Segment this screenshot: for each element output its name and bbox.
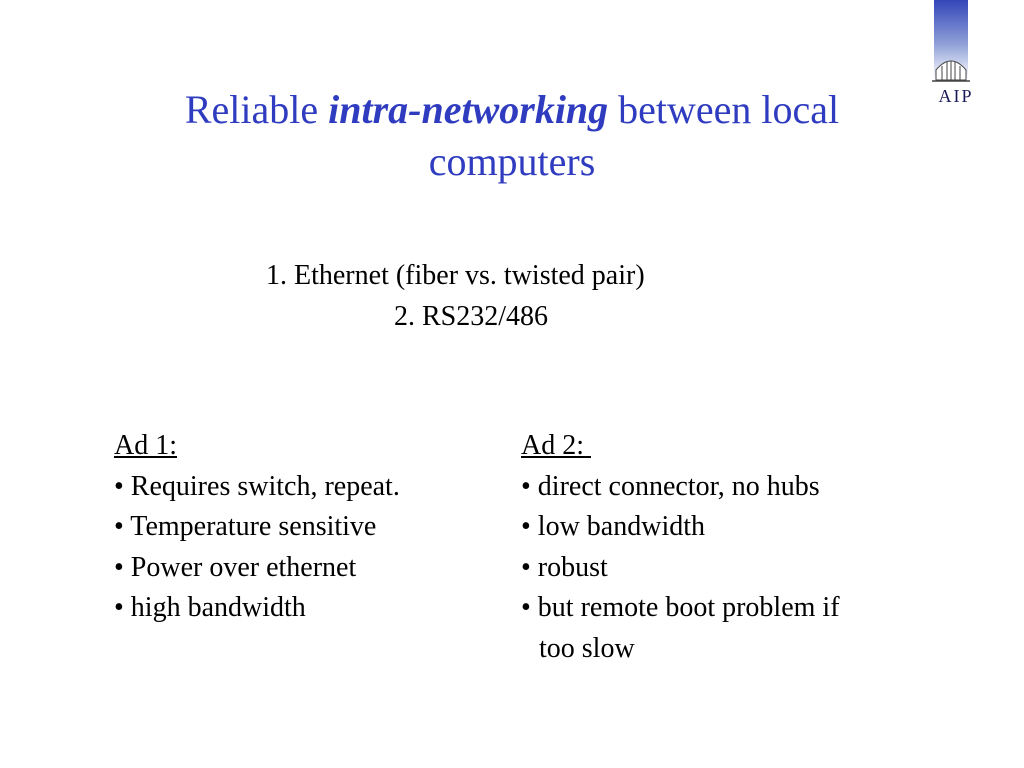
list-item: • Power over ethernet (114, 551, 357, 583)
logo-text: AIP (938, 86, 974, 106)
list-item-continuation: too slow (539, 632, 635, 664)
title-emphasis: intra-networking (328, 87, 609, 132)
title-part-1: Reliable (184, 87, 329, 132)
list-item: • direct connector, no hubs (521, 470, 820, 502)
list-item: • but remote boot problem if (521, 592, 840, 623)
right-column: Ad 2: • direct connector, no hubs • low … (521, 426, 840, 669)
slide-title: Reliable intra-networking between local … (100, 84, 924, 188)
left-column: Ad 1: • Requires switch, repeat. • Tempe… (114, 426, 400, 629)
list-item: • Temperature sensitive (114, 511, 377, 542)
right-column-heading: Ad 2: (521, 430, 591, 461)
list-item: • Requires switch, repeat. (114, 470, 400, 502)
list-item: • low bandwidth (521, 511, 706, 542)
numbered-item-rs232: 2. RS232/486 (394, 301, 549, 332)
left-column-heading: Ad 1: (114, 430, 177, 461)
title-part-2: between local computers (428, 87, 840, 184)
list-item: • high bandwidth (114, 592, 306, 623)
numbered-item-ethernet: 1. Ethernet (fiber vs. twisted pair) (266, 260, 645, 291)
list-item: • robust (521, 551, 608, 583)
observatory-dome-icon (932, 0, 970, 82)
